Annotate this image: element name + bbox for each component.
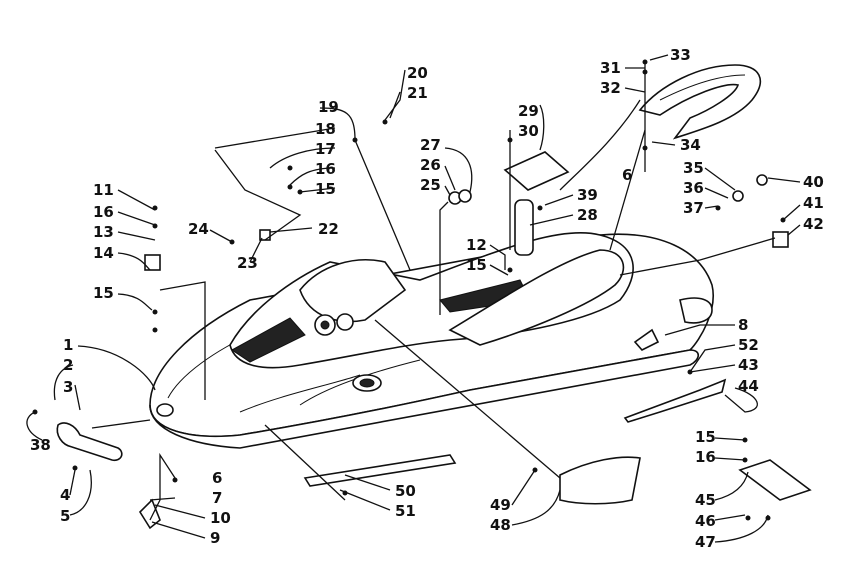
callout-15d: 15 [695, 428, 716, 446]
callout-24: 24 [188, 220, 209, 238]
callout-29: 29 [518, 102, 539, 120]
callout-15c: 15 [466, 256, 487, 274]
leader-lines [26, 54, 801, 543]
callout-3: 3 [63, 378, 73, 396]
callout-7: 7 [212, 489, 222, 507]
callout-36: 36 [683, 179, 704, 197]
callout-45: 45 [695, 491, 716, 509]
callout-44: 44 [738, 377, 759, 395]
callout-16b: 16 [93, 203, 114, 221]
deck-and-seat [229, 231, 713, 369]
callout-37: 37 [683, 199, 704, 217]
callout-34: 34 [680, 136, 701, 154]
callout-6b: 6 [622, 166, 632, 184]
callout-13: 13 [93, 223, 114, 241]
callout-52: 52 [738, 336, 759, 354]
callout-20: 20 [407, 64, 428, 82]
callout-43: 43 [738, 356, 759, 374]
callout-23: 23 [237, 254, 258, 272]
callout-25: 25 [420, 176, 441, 194]
hardware-dots [32, 59, 786, 521]
callout-48: 48 [490, 516, 511, 534]
parts [56, 64, 812, 530]
callout-32: 32 [600, 79, 621, 97]
callout-6a: 6 [212, 469, 222, 487]
callout-49: 49 [490, 496, 511, 514]
callout-11: 11 [93, 181, 114, 199]
callout-22: 22 [318, 220, 339, 238]
callout-15b: 15 [93, 284, 114, 302]
callout-39: 39 [577, 186, 598, 204]
callout-41: 41 [803, 194, 824, 212]
callout-30: 30 [518, 122, 539, 140]
callout-8: 8 [738, 316, 748, 334]
callout-14: 14 [93, 244, 114, 262]
callout-19: 19 [318, 98, 339, 116]
callout-31: 31 [600, 59, 621, 77]
callout-labels: 20 21 19 18 17 16 15 24 22 23 11 16 13 1… [30, 46, 824, 551]
callout-35: 35 [683, 159, 704, 177]
callout-46: 46 [695, 512, 716, 530]
callout-15a: 15 [315, 180, 336, 198]
callout-42: 42 [803, 215, 824, 233]
callout-40: 40 [803, 173, 824, 191]
callout-33: 33 [670, 46, 691, 64]
callout-28: 28 [577, 206, 598, 224]
callout-4: 4 [60, 486, 70, 504]
callout-16a: 16 [315, 160, 336, 178]
callout-10: 10 [210, 509, 231, 527]
callout-26: 26 [420, 156, 441, 174]
callout-5: 5 [60, 507, 70, 525]
callout-38: 38 [30, 436, 51, 454]
callout-9: 9 [210, 529, 220, 547]
callout-27: 27 [420, 136, 441, 154]
callout-2: 2 [63, 356, 73, 374]
callout-21: 21 [407, 84, 428, 102]
callout-17: 17 [315, 140, 336, 158]
callout-18: 18 [315, 120, 336, 138]
callout-50: 50 [395, 482, 416, 500]
callout-51: 51 [395, 502, 416, 520]
callout-16c: 16 [695, 448, 716, 466]
callout-47: 47 [695, 533, 716, 551]
callout-1: 1 [63, 336, 73, 354]
callout-12: 12 [466, 236, 487, 254]
